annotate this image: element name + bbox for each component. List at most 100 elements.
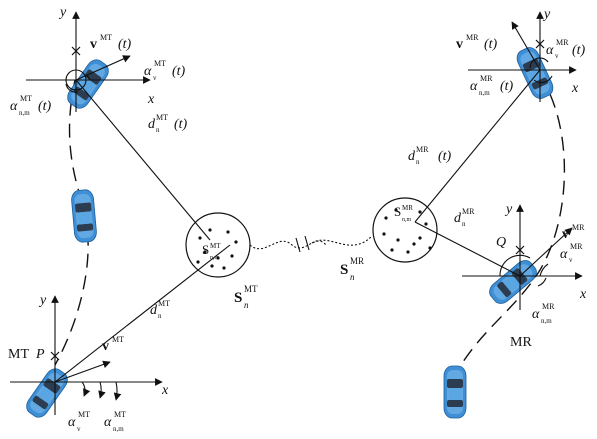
label-alpha-nm-mr: α MR n,m bbox=[532, 302, 555, 325]
svg-text:α: α bbox=[532, 307, 540, 322]
svg-text:n,m: n,m bbox=[19, 109, 30, 117]
label-s-mr: S MR n bbox=[340, 256, 364, 282]
svg-text:MR: MR bbox=[480, 74, 493, 83]
svg-text:α: α bbox=[144, 64, 152, 79]
svg-text:MT: MT bbox=[156, 113, 168, 122]
node-mt-point: P bbox=[35, 347, 45, 362]
label-d-mt: d MT n bbox=[150, 299, 170, 320]
svg-text:n: n bbox=[156, 126, 160, 134]
axis-x-mt-bottom: x bbox=[161, 383, 169, 398]
svg-text:n,m: n,m bbox=[479, 89, 490, 97]
svg-text:n,m: n,m bbox=[113, 425, 124, 433]
axes-mr-mid bbox=[462, 204, 583, 310]
mt-car-bottom bbox=[22, 364, 72, 422]
label-s-nm-mr: S MR n,m bbox=[394, 204, 413, 223]
cluster-link-2 bbox=[311, 235, 373, 246]
label-s-mt: S MT n bbox=[234, 284, 258, 310]
svg-text:MT: MT bbox=[154, 59, 166, 68]
svg-text:MT: MT bbox=[244, 284, 258, 294]
scatterers-mt bbox=[196, 228, 238, 270]
label-alpha-v-mr-t: α MR v (t) bbox=[546, 38, 586, 60]
origin-markers bbox=[50, 39, 545, 361]
axis-y-mr-top: y bbox=[542, 7, 551, 22]
label-v-mr: v MR bbox=[562, 223, 585, 242]
axis-x-mr-mid: x bbox=[579, 287, 587, 302]
svg-text:(t): (t) bbox=[572, 43, 586, 58]
label-alpha-nm-mr-t: α MR n,m (t) bbox=[470, 74, 514, 97]
svg-text:α: α bbox=[104, 415, 112, 430]
svg-text:n,m: n,m bbox=[541, 317, 552, 325]
svg-text:MT: MT bbox=[210, 242, 221, 250]
svg-text:v: v bbox=[456, 37, 463, 52]
svg-text:n,m: n,m bbox=[210, 255, 220, 261]
label-d-mt-t: d MT n (t) bbox=[148, 113, 188, 134]
label-s-nm-mt: S MT n,m bbox=[202, 242, 221, 261]
svg-text:α: α bbox=[470, 79, 478, 94]
node-mr-point: Q bbox=[496, 235, 506, 250]
axes-mr-top bbox=[468, 11, 577, 102]
line-mt-bottom-to-cluster bbox=[54, 244, 231, 383]
line-mt-top-to-cluster bbox=[75, 79, 211, 241]
svg-text:v: v bbox=[102, 339, 109, 354]
axis-y-mt-bottom: y bbox=[38, 293, 47, 308]
svg-text:α: α bbox=[560, 247, 568, 262]
axes-mt-top bbox=[26, 11, 151, 112]
node-mt-name: MT bbox=[8, 347, 29, 362]
svg-text:n,m: n,m bbox=[402, 217, 412, 223]
svg-text:n: n bbox=[244, 300, 249, 310]
svg-text:(t): (t) bbox=[118, 37, 132, 52]
svg-text:α: α bbox=[68, 415, 76, 430]
cluster-link-break bbox=[295, 235, 310, 253]
svg-text:(t): (t) bbox=[484, 37, 498, 52]
svg-text:MR: MR bbox=[556, 38, 569, 47]
scatterers-mr bbox=[382, 208, 432, 254]
svg-text:S: S bbox=[340, 262, 348, 278]
svg-text:v: v bbox=[569, 256, 573, 264]
label-alpha-v-mr: α MR v bbox=[560, 242, 583, 264]
svg-text:MT: MT bbox=[112, 335, 124, 344]
line-cluster-to-mr-top bbox=[414, 69, 541, 223]
svg-text:(t): (t) bbox=[172, 64, 186, 79]
label-alpha-nm-mt: α MT n,m bbox=[104, 410, 126, 433]
svg-text:MR: MR bbox=[402, 204, 413, 212]
cluster-link bbox=[249, 240, 327, 250]
label-alpha-nm-mt-t: α MT n,m (t) bbox=[10, 94, 52, 117]
svg-text:S: S bbox=[202, 242, 209, 257]
svg-text:MR: MR bbox=[570, 242, 583, 251]
svg-text:MR: MR bbox=[572, 223, 585, 232]
svg-text:v: v bbox=[77, 425, 81, 433]
svg-text:(t): (t) bbox=[500, 79, 514, 94]
label-v-mt: v MT bbox=[102, 335, 124, 354]
mr-car-bottom bbox=[443, 365, 467, 419]
svg-text:S: S bbox=[234, 290, 242, 306]
svg-text:v: v bbox=[153, 74, 157, 82]
svg-text:d: d bbox=[150, 303, 158, 318]
label-alpha-v-mt: α MT v bbox=[68, 410, 90, 433]
node-mr-name: MR bbox=[510, 335, 532, 350]
label-v-mr-t: v MR (t) bbox=[456, 33, 498, 52]
mr-trajectory bbox=[454, 74, 566, 376]
svg-text:MT: MT bbox=[114, 410, 126, 419]
label-d-mr: d MR n bbox=[454, 207, 475, 228]
svg-text:MT: MT bbox=[78, 410, 90, 419]
svg-text:MR: MR bbox=[462, 207, 475, 216]
axis-y-mr-mid: y bbox=[504, 202, 513, 217]
label-d-mr-t: d MR n (t) bbox=[408, 145, 452, 166]
mt-car-mid bbox=[70, 188, 98, 244]
svg-text:MR: MR bbox=[466, 33, 479, 42]
axis-x-mr-top: x bbox=[571, 81, 579, 96]
svg-text:(t): (t) bbox=[174, 117, 188, 132]
svg-text:d: d bbox=[148, 117, 156, 132]
svg-text:α: α bbox=[546, 43, 554, 58]
svg-text:n: n bbox=[462, 220, 466, 228]
svg-text:v: v bbox=[555, 52, 559, 60]
line-cluster-to-mr-mid bbox=[414, 221, 521, 277]
svg-text:MR: MR bbox=[350, 256, 364, 266]
svg-text:MT: MT bbox=[20, 94, 32, 103]
svg-text:(t): (t) bbox=[38, 99, 52, 114]
svg-text:n: n bbox=[158, 312, 162, 320]
svg-text:MT: MT bbox=[100, 33, 112, 42]
svg-text:MT: MT bbox=[158, 299, 170, 308]
